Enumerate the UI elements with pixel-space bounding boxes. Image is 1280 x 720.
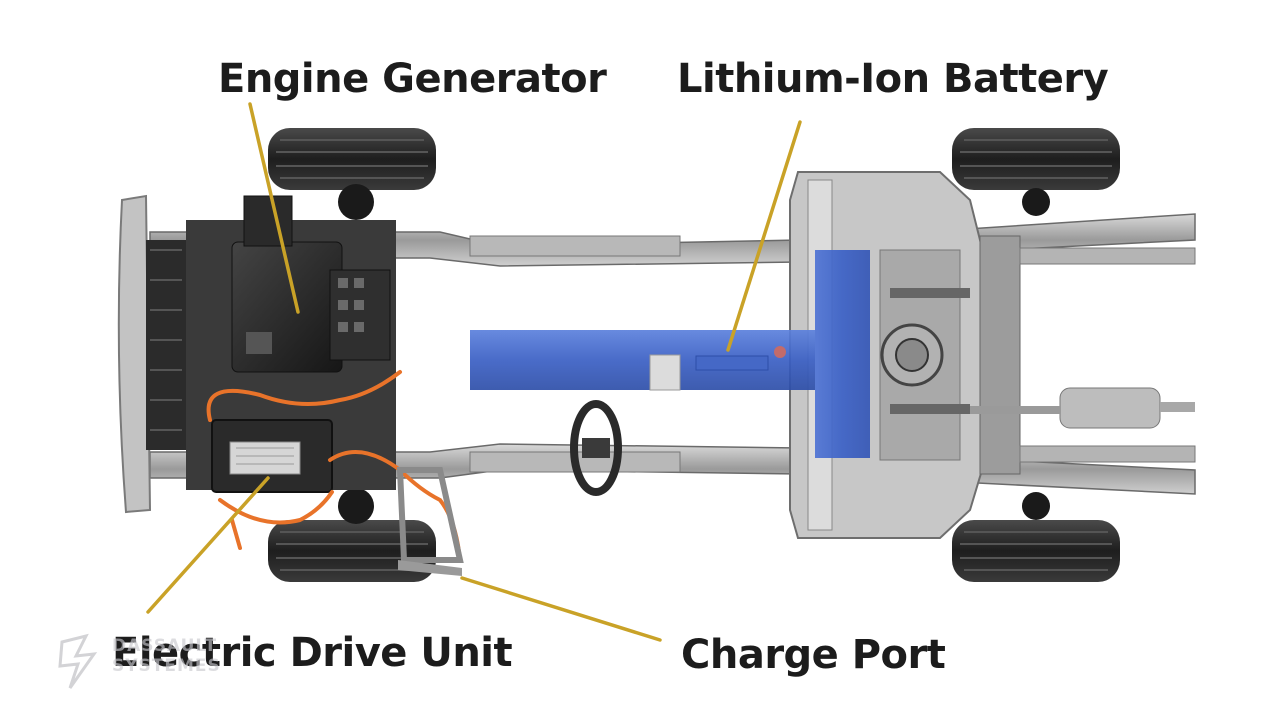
dassault-systemes-watermark: DASSAULT SYSTEMES	[56, 632, 256, 692]
front-right-tire	[268, 520, 436, 582]
label-charge-port: Charge Port	[681, 632, 946, 678]
3ds-logo-icon	[58, 633, 98, 689]
front-left-tire	[268, 128, 436, 190]
charge-port-leader-line	[460, 576, 662, 642]
front-bumper	[117, 194, 186, 514]
drive-unit-leader-line	[146, 476, 270, 614]
wheel-hubs	[338, 184, 1050, 524]
leader-lines	[146, 102, 802, 642]
label-electric-drive-unit: Electric Drive Unit	[112, 630, 513, 676]
battery-leader-line	[726, 120, 802, 352]
steering-wheel	[570, 400, 622, 496]
label-engine-generator: Engine Generator	[218, 56, 607, 102]
engine-leader-line	[248, 102, 300, 314]
watermark-line-1: DASSAULT	[112, 636, 218, 656]
watermark-line-2: SYSTEMES	[112, 656, 221, 676]
rear-left-tire	[952, 128, 1120, 190]
label-lithium-ion-battery: Lithium-Ion Battery	[677, 56, 1109, 102]
electric-drive-unit	[211, 419, 333, 493]
charge-port-assembly	[396, 467, 464, 576]
rear-right-tire	[952, 520, 1120, 582]
